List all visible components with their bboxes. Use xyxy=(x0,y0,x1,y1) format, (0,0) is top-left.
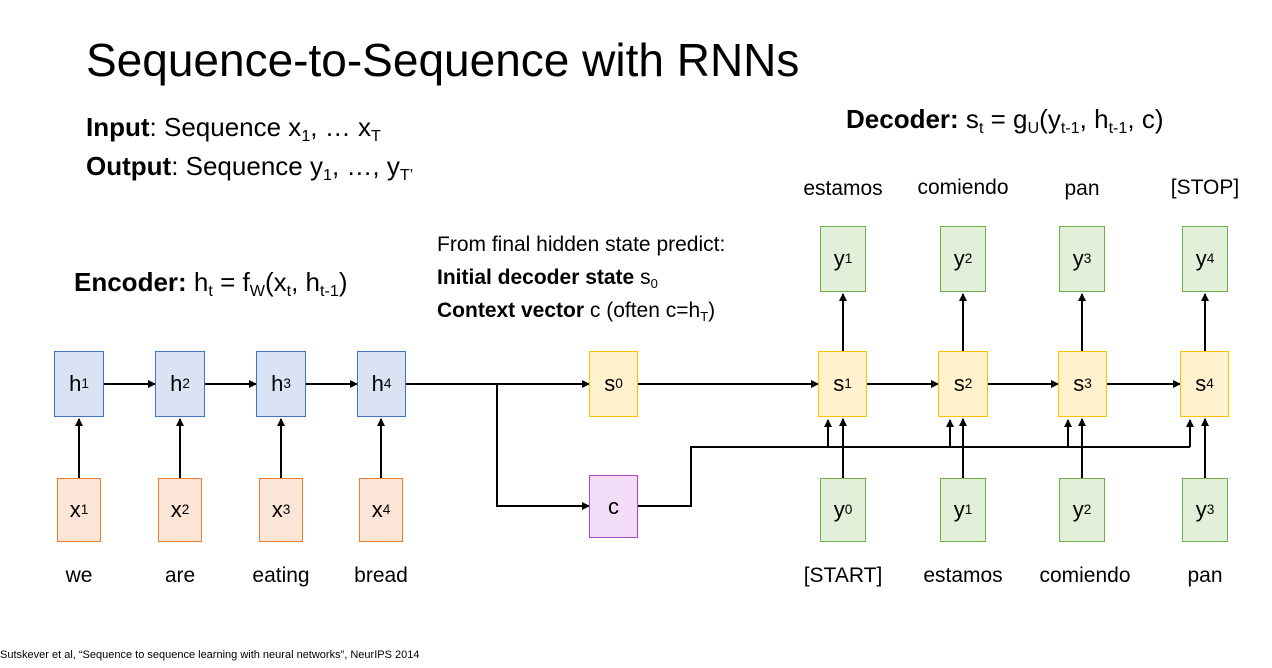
decoder-input-word-3: comiendo xyxy=(1039,564,1131,587)
encoder-equation: Encoder: ht = fW(xt, ht-1) xyxy=(74,267,348,300)
encoder-word-1: we xyxy=(65,564,93,587)
encoder-word-4: bread xyxy=(354,564,408,587)
context-bus xyxy=(638,446,1190,507)
output-description: Output: Sequence y1, …, yT’ xyxy=(86,151,414,184)
decoder-input-word-1: [START] xyxy=(803,564,883,587)
input-description: Input: Sequence x1, … xT xyxy=(86,112,381,145)
context-vector-c: c xyxy=(589,475,638,538)
note-line-1: From final hidden state predict: xyxy=(437,233,726,256)
note-line-3: Context vector c (often c=hT) xyxy=(437,299,716,324)
final-state-note: From final hidden state predict: Initial… xyxy=(437,228,725,327)
decoder-input-word-2: estamos xyxy=(923,564,1003,587)
decoder-equation: Decoder: st = gU(yt-1, ht-1, c) xyxy=(846,104,1164,137)
decoder-input-word-4: pan xyxy=(1187,564,1223,587)
arrow-h4-c xyxy=(496,384,590,510)
note-line-2: Initial decoder state s0 xyxy=(437,266,658,291)
decoder-output-word-3: pan xyxy=(1064,177,1100,200)
encoder-word-2: are xyxy=(164,564,196,587)
decoder-output-word-4: [STOP] xyxy=(1170,176,1240,199)
citation: Sutskever et al, “Sequence to sequence l… xyxy=(0,649,420,661)
page-title: Sequence-to-Sequence with RNNs xyxy=(86,34,800,86)
decoder-output-word-1: estamos xyxy=(803,177,883,200)
decoder-output-word-2: comiendo xyxy=(917,176,1009,199)
encoder-word-3: eating xyxy=(252,564,310,587)
